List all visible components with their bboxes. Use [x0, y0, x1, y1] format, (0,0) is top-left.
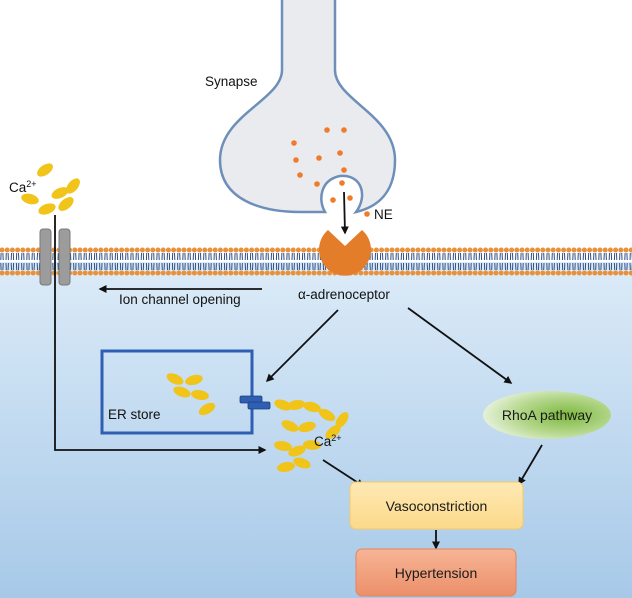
er-store-label: ER store — [108, 407, 161, 422]
rhoa-pathway-node — [483, 391, 611, 439]
calcium-ions-cytosolic — [274, 399, 349, 472]
cell-membrane — [0, 247, 632, 276]
ne-label: NE — [374, 207, 393, 222]
er-store-box — [100, 349, 254, 435]
synapse-terminal — [218, 0, 397, 214]
rhoa-pathway-label: RhoA pathway — [502, 407, 592, 423]
calcium-top-label: Ca2+ — [9, 179, 37, 195]
calcium-ions-er — [166, 373, 216, 416]
calcium-ions-extracellular — [21, 163, 80, 215]
synapse-label: Synapse — [205, 74, 258, 89]
hypertension-label: Hypertension — [395, 565, 478, 581]
vasoconstriction-label: Vasoconstriction — [386, 498, 488, 514]
arrow-receptor-to-rhoa — [407, 307, 513, 384]
ion-channel-label: Ion channel opening — [119, 292, 241, 307]
ion-channel — [39, 228, 71, 286]
vasoconstriction-box — [349, 481, 524, 530]
calcium-cytosol-label: Ca2+ — [314, 433, 342, 449]
arrow-calcium-influx — [54, 215, 267, 454]
arrow-rhoa-to-vasoconstriction — [518, 444, 543, 486]
hypertension-box — [355, 548, 517, 597]
alpha-adrenoceptor-shape — [319, 230, 371, 276]
receptor-label: α-adrenoceptor — [298, 287, 390, 302]
arrow-receptor-to-er — [265, 309, 339, 383]
ne-vesicle-dots — [291, 127, 370, 217]
arrow-ne-to-receptor — [340, 191, 349, 235]
er-calcium-channel — [239, 395, 271, 410]
